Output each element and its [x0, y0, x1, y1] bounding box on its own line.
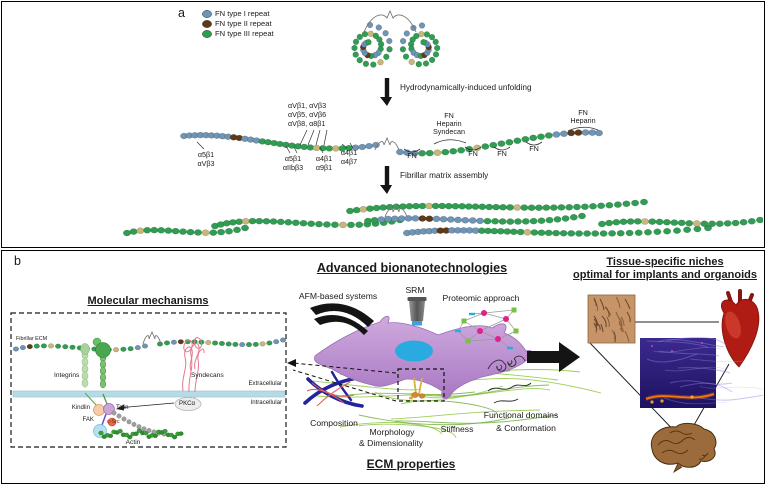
morphology-label-1: Morphology: [369, 427, 415, 437]
unfolded-fn-chain: [180, 129, 603, 157]
stiffness-label: Stiffness: [440, 424, 474, 434]
intracellular-label: Intracellular: [250, 399, 283, 406]
niches-title-line-1: Tissue-specific niches: [606, 256, 724, 268]
proteomic-label: Proteomic approach: [442, 293, 520, 303]
integrin-c-1: α4β1: [340, 148, 358, 157]
fibrillar-matrix-chains: [123, 198, 763, 237]
heparin-site-heparin: Heparin: [570, 116, 596, 125]
fn-site-1: FN: [407, 151, 417, 160]
legend-item-fn-type-1: FN type I repeat: [215, 9, 270, 18]
matrix-fluorescence-image: [640, 336, 763, 408]
afm-cantilever: [310, 303, 374, 335]
fn-site-4: FN: [529, 144, 539, 153]
integrin-cluster-line-1: αVβ1, αVβ3: [288, 101, 327, 110]
c-src-label: c-Src: [107, 418, 120, 425]
focal-adhesion-zoom: [287, 359, 445, 402]
kindlin-protein: [93, 404, 105, 416]
legend-item-fn-type-3: FN type III repeat: [215, 29, 274, 38]
syndecan-site-syndecan: Syndecan: [433, 127, 465, 136]
c-src-protein: [107, 417, 117, 427]
ecm-properties-title: ECM properties: [366, 457, 456, 471]
heparin-site-fn: FN: [578, 108, 588, 117]
molecular-mechanisms-title: Molecular mechanisms: [87, 295, 209, 307]
talin-protein: [103, 403, 115, 415]
srm-objective: [407, 297, 427, 326]
syndecan-site-heparin: Heparin: [436, 119, 462, 128]
pkca-label: PKCα: [179, 400, 196, 407]
advanced-bionanotechnologies-title: Advanced bionanotechnologies: [316, 261, 508, 275]
tissue-image: [587, 294, 636, 344]
pkca-protein: [174, 397, 202, 411]
molecular-mechanisms-box: [10, 312, 287, 448]
integrin-a-1: α5β1: [284, 154, 302, 163]
integrin-a-2: αIIbβ3: [282, 163, 304, 172]
integrin-left-1: α5β1: [197, 150, 215, 159]
actin-label: Actin: [125, 439, 141, 446]
fn-site-2: FN: [468, 149, 478, 158]
panel-a: a FN type I repeat FN type II repeat FN …: [1, 1, 765, 248]
fn-site-3: FN: [497, 149, 507, 158]
cell-nucleus: [395, 340, 433, 362]
kindlin-label: Kindlin: [71, 404, 90, 411]
syndecan-site-fn: FN: [444, 111, 454, 120]
step-fibrillar-assembly-label: Fibrillar matrix assembly: [400, 171, 489, 180]
niche-arrow: [527, 342, 580, 372]
step-hydrodynamic-unfolding-label: Hydrodynamically-induced unfolding: [400, 83, 532, 92]
extracellular-label: Extracellular: [248, 380, 282, 387]
legend-bead-swatches: [202, 10, 212, 38]
talin-label: Talin: [116, 404, 129, 411]
composition-label: Composition: [310, 418, 358, 428]
afm-label: AFM-based systems: [298, 291, 378, 301]
brain-image: [650, 422, 717, 474]
fibrillar-ecm-chain: [12, 330, 287, 353]
legend-item-fn-type-2: FN type II repeat: [215, 19, 272, 28]
morphology-label-2: & Dimensionality: [359, 438, 423, 448]
fn-compact-dimer-coils: [351, 9, 441, 68]
syndecans-label: Syndecans: [191, 372, 224, 379]
srm-label: SRM: [405, 285, 425, 295]
integrin-c-2: α4β7: [340, 157, 358, 166]
heart-image: [720, 289, 760, 368]
binding-site-pointers: [196, 126, 599, 154]
process-arrows: [380, 78, 392, 194]
integrins-label: Integrins: [54, 372, 80, 379]
functional-domains-label-1: Functional domains: [483, 410, 559, 420]
integrin-left-2: αVβ3: [197, 159, 215, 168]
panel-b: b Molecular mechanisms Fibrillar ECM Int…: [1, 250, 765, 484]
integrin-b-2: α9β1: [315, 163, 333, 172]
panel-a-letter: a: [178, 6, 185, 20]
functional-domains-label-2: & Conformation: [496, 423, 556, 433]
integrins: [80, 337, 111, 407]
adaptor-chain: [111, 410, 167, 437]
proteomic-network: [455, 307, 519, 350]
integrin-cluster-line-2: αVβ5, αVβ6: [288, 110, 327, 119]
functional-domain-squiggles: [487, 355, 532, 404]
actin-filament: [98, 428, 184, 440]
fibrillar-ecm-label: Fibrillar ECM: [16, 336, 48, 342]
integrin-cluster-line-3: αVβ8, α8β1: [288, 119, 326, 128]
fn-assembly-illustration: [123, 9, 763, 237]
panel-b-letter: b: [14, 254, 21, 268]
plasma-membrane: [12, 390, 286, 398]
fak-label: FAK: [82, 416, 94, 423]
pkca-talin-arrow: [116, 402, 175, 411]
integrin-b-1: α4β1: [315, 154, 333, 163]
mechanisms-technologies-illustration: [10, 289, 763, 474]
niches-title-line-2: optimal for implants and organoids: [573, 269, 757, 281]
